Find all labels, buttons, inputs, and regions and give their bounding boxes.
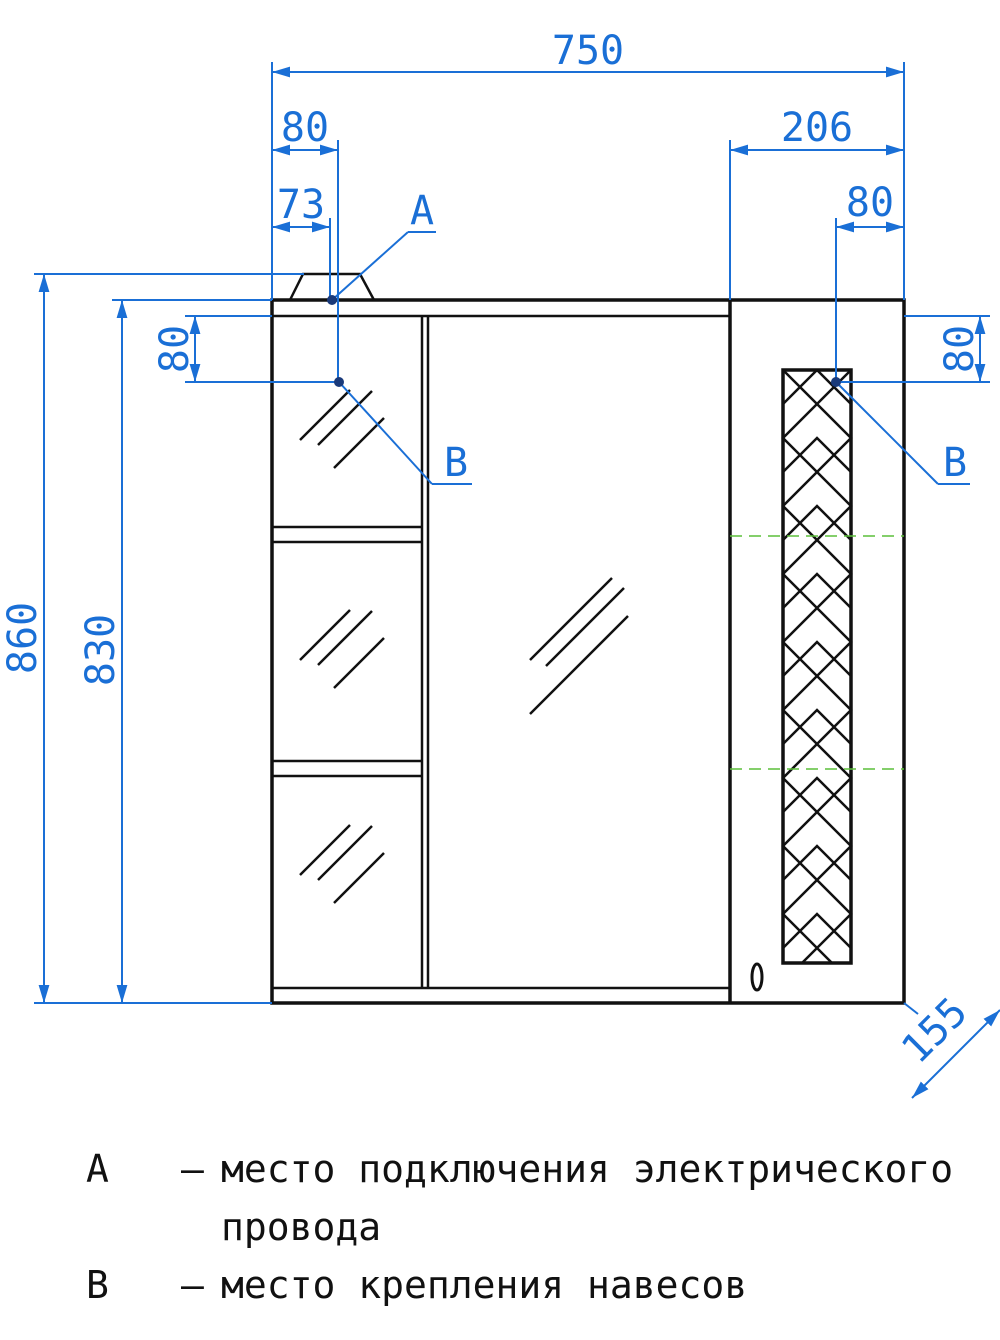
dim-left-vertical-80: 80 xyxy=(152,325,198,373)
point-a-marker xyxy=(327,295,337,305)
legend-key-a: A xyxy=(86,1147,109,1191)
legend-dash-a: – xyxy=(181,1147,204,1191)
point-b-right-marker xyxy=(831,377,841,387)
switch-icon xyxy=(750,962,764,992)
mirror-reflections xyxy=(299,389,629,904)
dimension-lines xyxy=(34,62,1000,1099)
legend-text-b: место крепления навесов xyxy=(221,1263,748,1307)
lattice-panel xyxy=(781,368,853,965)
dim-height-830: 830 xyxy=(78,614,124,686)
legend-dash-b: – xyxy=(181,1263,204,1307)
dim-overall-width: 750 xyxy=(552,28,624,74)
legend: A – место подключения электрического про… xyxy=(86,1140,966,1314)
dim-left-80: 80 xyxy=(281,105,329,151)
legend-row-a: A – место подключения электрического про… xyxy=(86,1140,966,1256)
dim-left-73: 73 xyxy=(277,182,325,228)
dim-right-vertical-80: 80 xyxy=(937,325,983,373)
legend-row-b: B – место крепления навесов xyxy=(86,1256,966,1314)
callout-b-left: B xyxy=(444,440,468,486)
legend-key-b: B xyxy=(86,1263,109,1307)
dim-right-206: 206 xyxy=(781,105,853,151)
callout-b-right: B xyxy=(943,440,967,486)
point-b-left-marker xyxy=(334,377,344,387)
dim-height-860: 860 xyxy=(0,602,46,674)
cabinet-drawing: 750 80 73 206 80 80 80 860 830 155 A B B xyxy=(0,28,1000,1099)
callout-a: A xyxy=(410,188,434,234)
legend-text-a: место подключения электрического провода xyxy=(221,1147,954,1249)
cabinet-outline xyxy=(270,272,906,1005)
dim-right-80: 80 xyxy=(846,180,894,226)
